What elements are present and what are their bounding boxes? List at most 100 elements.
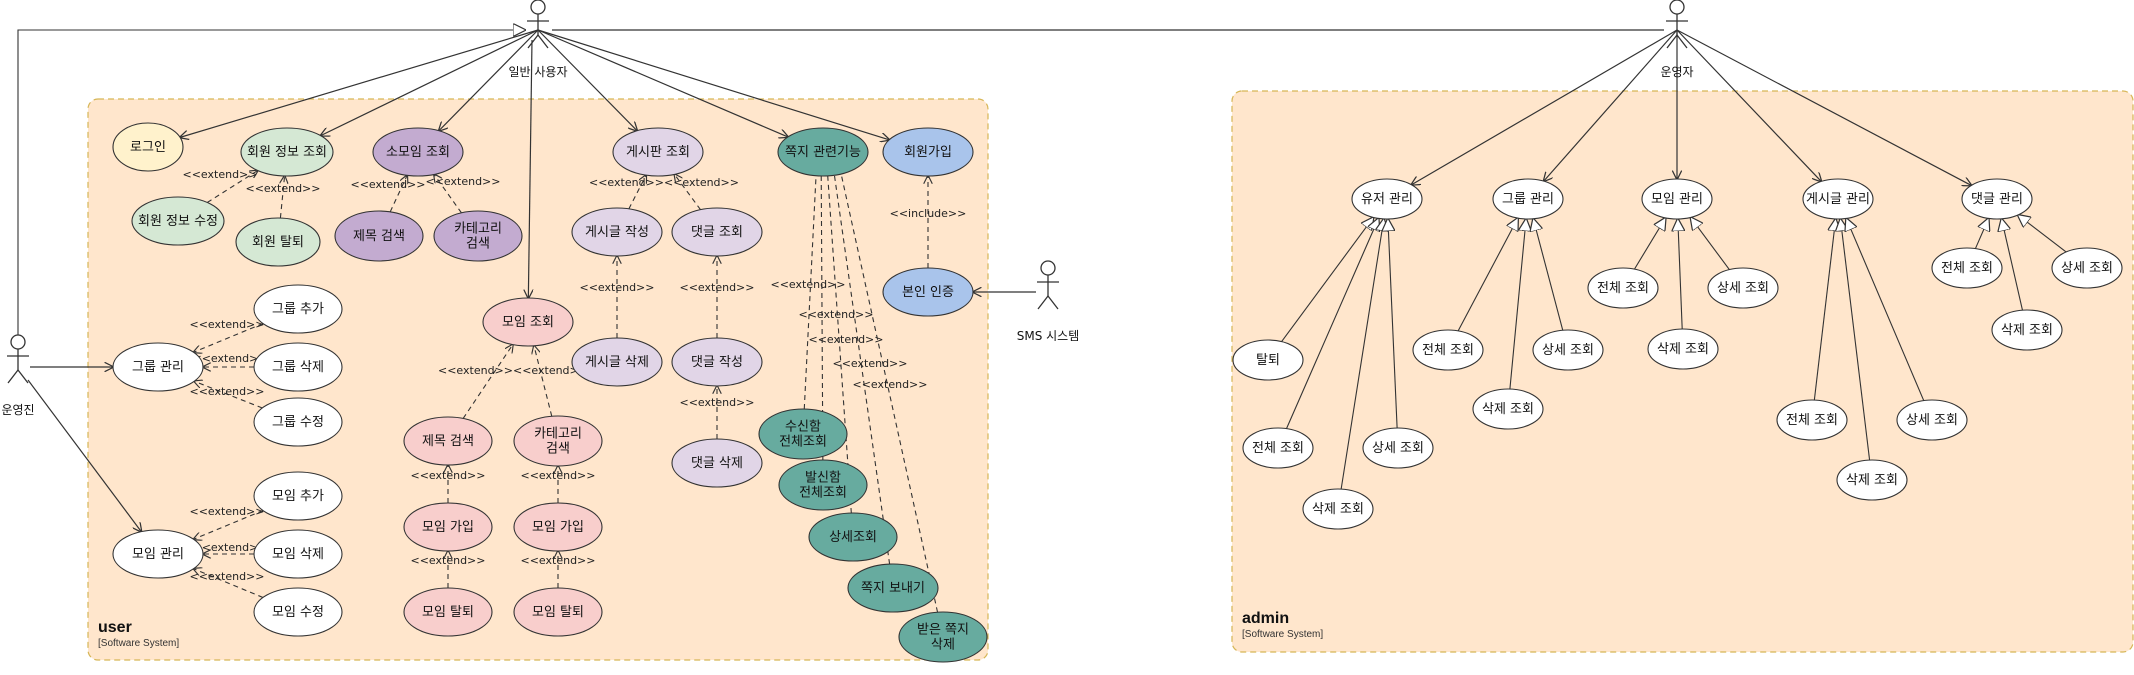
uc-title-search-top: 제목 검색	[334, 210, 424, 262]
admin-system-subtitle: [Software System]	[1242, 629, 1323, 640]
actor-operator-leg-right	[17, 369, 29, 384]
admin-post-deleted-label: 삭제 조회	[1846, 473, 1898, 488]
admin-comment-deleted-label: 삭제 조회	[2001, 323, 2053, 338]
extend-member-leave-label: <<extend>>	[246, 182, 321, 195]
admin-comment-detail-label: 상세 조회	[2061, 261, 2113, 276]
uc-message-detail-shape	[808, 512, 898, 562]
admin-comment-deleted: 삭제 조회	[1991, 309, 2063, 351]
admin-system-title: admin	[1242, 610, 1289, 627]
admin-group-detail-shape	[1532, 329, 1604, 371]
uc-meeting-leave-1: 모임 탈퇴	[403, 587, 493, 637]
extend-meeting-leave-1-label: <<extend>>	[411, 554, 486, 567]
extend-received-delete	[833, 137, 939, 613]
uc-meeting-title-search-label: 제목 검색	[422, 434, 474, 449]
admin-meeting-detail-shape	[1707, 267, 1779, 309]
admin-comment-all-label: 전체 조회	[1941, 261, 1993, 276]
admin-group-all: 전체 조회	[1412, 329, 1484, 371]
uc-meeting-manage-shape	[112, 529, 204, 579]
extend-meeting-add-label: <<extend>>	[190, 505, 265, 518]
actor-general-user-head	[530, 0, 546, 15]
extend-meeting-leave-2-label: <<extend>>	[521, 554, 596, 567]
uc-meeting-join-1-label: 모임 가입	[422, 520, 474, 535]
uc-message-send: 쪽지 보내기	[847, 563, 939, 613]
admin-post-detail: 상세 조회	[1896, 399, 1968, 441]
admin-post-all-label: 전체 조회	[1786, 413, 1838, 428]
uc-member-leave: 회원 탈퇴	[235, 217, 321, 267]
uc-signup-label: 회원가입	[904, 145, 952, 160]
admin-user-manage-label: 유저 관리	[1361, 192, 1413, 207]
extend-category-search-top-label: <<extend>>	[426, 175, 501, 188]
extend-inbox-label: <<extend>>	[771, 278, 846, 291]
extend-received-delete-label: <<extend>>	[853, 378, 928, 391]
generalization-aMa-aM	[1633, 218, 1665, 270]
admin-meeting-all-label: 전체 조회	[1597, 281, 1649, 296]
uc-meeting-leave-2-label: 모임 탈퇴	[532, 605, 584, 620]
uc-group-add-label: 그룹 추가	[272, 302, 324, 317]
extend-meeting-join-1-label: <<extend>>	[411, 469, 486, 482]
extend-board-label: <<extend>><<extend>>	[589, 176, 739, 189]
uc-meeting-delete-label: 모임 삭제	[272, 547, 324, 562]
admin-meeting-deleted: 삭제 조회	[1647, 328, 1719, 370]
uc-message-send-shape	[847, 563, 939, 613]
generalization-aGa-aG	[1457, 218, 1518, 332]
uc-meeting-leave-2-shape	[513, 587, 603, 637]
uc-group-manage-shape	[112, 342, 204, 392]
admin-comment-detail: 상세 조회	[2051, 247, 2123, 289]
uc-small-group-shape	[372, 127, 464, 177]
extend-member-leave	[280, 176, 284, 219]
extend-comment-view	[674, 174, 701, 210]
admin-post-manage-label: 게시글 관리	[1806, 192, 1870, 207]
actor-admin: 운영자	[1660, 0, 1694, 79]
extend-meeting-category-search	[534, 346, 553, 417]
extend-meeting-delete-label: <<extend>>	[193, 541, 268, 554]
admin-post-all-shape	[1776, 399, 1848, 441]
extend-comment-delete-label: <<extend>>	[680, 396, 755, 409]
admin-group-manage-shape	[1492, 178, 1564, 220]
generalization-aCs-aC	[2018, 215, 2067, 253]
uc-meeting-manage: 모임 관리	[112, 529, 204, 579]
admin-group-detail: 상세 조회	[1532, 329, 1604, 371]
extend-member-edit	[206, 171, 257, 203]
assoc-admin-aC	[1676, 29, 1971, 185]
uc-inbox-shape	[758, 408, 848, 460]
uc-received-message-delete-shape	[898, 611, 988, 663]
extend-post-delete-label: <<extend>>	[580, 281, 655, 294]
admin-user-deleted-label: 삭제 조회	[1312, 502, 1364, 517]
extend-comment-write-label: <<extend>>	[680, 281, 755, 294]
admin-post-deleted: 삭제 조회	[1836, 459, 1908, 501]
uc-comment-view-shape	[671, 207, 763, 257]
actor-sms-system-label: SMS 시스템	[1017, 329, 1080, 343]
admin-group-deleted: 삭제 조회	[1472, 388, 1544, 430]
generalization-aMs-aM	[1691, 217, 1730, 270]
generalization-aCa-aC	[1974, 218, 1988, 249]
uc-meeting-leave-1-label: 모임 탈퇴	[422, 605, 474, 620]
admin-user-detail-label: 상세 조회	[1372, 441, 1424, 456]
uc-group-edit-shape	[253, 397, 343, 447]
actor-admin-label: 운영자	[1660, 65, 1693, 79]
uc-member-edit-shape	[131, 196, 225, 246]
uc-group-manage-label: 그룹 관리	[132, 360, 184, 375]
uc-member-info-shape	[240, 127, 334, 177]
uc-group-delete: 그룹 삭제	[253, 342, 343, 392]
uc-signup: 회원가입	[882, 127, 974, 177]
assoc-general-user-board	[537, 29, 637, 131]
admin-post-all: 전체 조회	[1776, 399, 1848, 441]
uc-group-add: 그룹 추가	[253, 284, 343, 334]
uc-identity-verification-shape	[882, 267, 974, 317]
admin-group-manage: 그룹 관리	[1492, 178, 1564, 220]
extend-group-add-label: <<extend>>	[190, 318, 265, 331]
uc-meeting-title-search: 제목 검색	[403, 416, 493, 466]
uc-board-view-shape	[612, 127, 704, 177]
uc-comment-write-label: 댓글 작성	[691, 355, 743, 370]
uc-title-search-top-shape	[334, 210, 424, 262]
admin-post-manage: 게시글 관리	[1802, 178, 1874, 220]
admin-meeting-manage-label: 모임 관리	[1651, 192, 1703, 207]
uc-board-view: 게시판 조회	[612, 127, 704, 177]
admin-user-manage-shape	[1351, 178, 1423, 220]
uc-meeting-leave-1-shape	[403, 587, 493, 637]
